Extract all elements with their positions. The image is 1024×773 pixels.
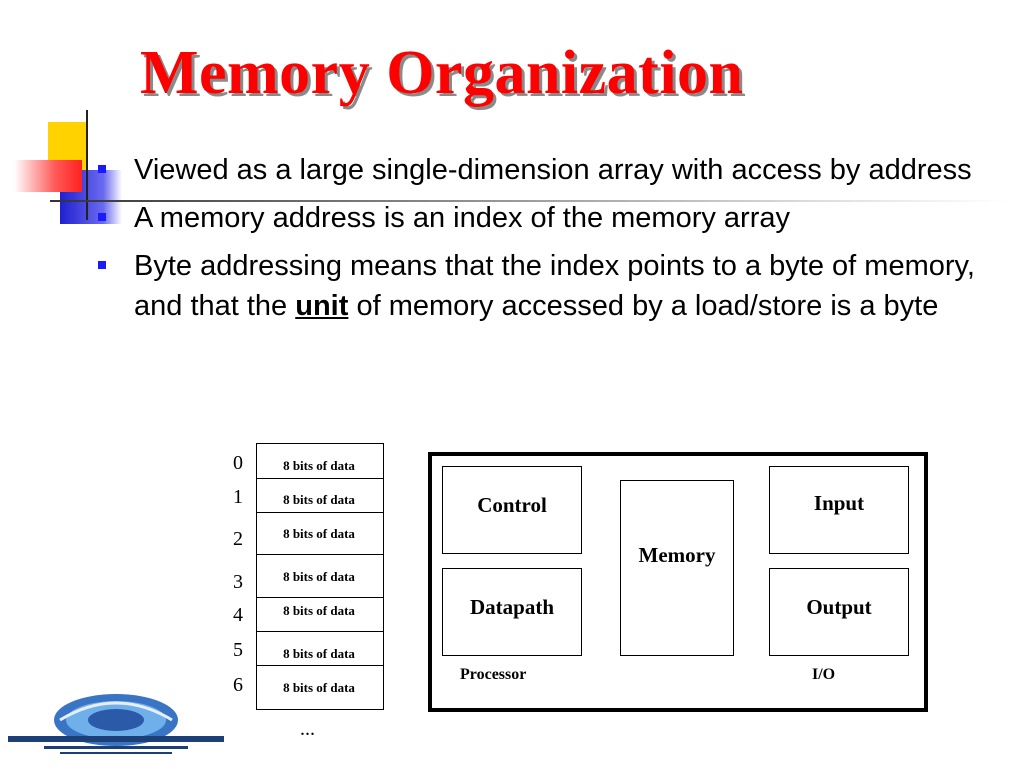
bullet-text: Viewed as a large single-dimension array… [134, 154, 972, 186]
memory-index: 0 [233, 452, 243, 474]
control-block: Control [442, 466, 582, 554]
bullet-text: A memory address is an index of the memo… [134, 202, 790, 234]
memory-cell: 8 bits of data [283, 492, 355, 507]
memory-cell-divider [256, 631, 384, 632]
datapath-label: Datapath [469, 595, 554, 619]
memory-label: Memory [638, 543, 716, 567]
decorative-vertical-line [86, 110, 88, 220]
memory-cell-divider [256, 478, 384, 479]
bullet-item: Viewed as a large single-dimension array… [96, 150, 1006, 190]
output-label: Output [806, 595, 872, 619]
bullet-item: Byte addressing means that the index poi… [96, 246, 1006, 326]
memory-cell: 8 bits of data [283, 680, 355, 695]
decorative-horizontal-line [50, 200, 1010, 202]
memory-block: Memory [620, 480, 734, 656]
bullet-text-pre: Byte addressing means that the index poi… [134, 250, 975, 322]
output-block: Output [769, 568, 909, 656]
memory-cell: 8 bits of data [283, 569, 355, 584]
computer-system-diagram: Control Datapath Memory Input Output Pro… [428, 452, 928, 712]
bullet-text-post: of memory accessed by a load/store is a … [348, 290, 939, 322]
memory-index: 4 [233, 604, 243, 626]
memory-cell: 8 bits of data [283, 458, 355, 473]
memory-cell: 8 bits of data [283, 646, 355, 661]
memory-index: 5 [233, 639, 243, 661]
memory-cell: 8 bits of data [283, 603, 355, 618]
input-label: Input [813, 491, 865, 515]
control-label: Control [477, 493, 547, 517]
memory-cell-divider [256, 554, 384, 555]
input-block: Input [769, 466, 909, 554]
memory-array-box [256, 443, 384, 710]
bullet-item: A memory address is an index of the memo… [96, 198, 1006, 238]
memory-cell-divider [256, 512, 384, 513]
io-label: I/O [812, 666, 836, 683]
memory-ellipsis: ... [300, 718, 315, 740]
datapath-block: Datapath [442, 568, 582, 656]
memory-cell: 8 bits of data [283, 526, 355, 541]
university-logo-icon [0, 690, 232, 768]
memory-index: 6 [233, 674, 243, 696]
bullet-square-icon [98, 261, 106, 269]
bullet-emphasis: unit [295, 290, 349, 322]
bullet-list: Viewed as a large single-dimension array… [96, 150, 1006, 334]
memory-cell-divider [256, 597, 384, 598]
memory-index: 2 [233, 528, 243, 550]
bullet-square-icon [98, 165, 106, 173]
memory-index: 3 [233, 571, 243, 593]
bullet-square-icon [98, 213, 106, 221]
slide-title: Memory Organization [140, 39, 744, 107]
processor-label: Processor [460, 666, 527, 683]
memory-index: 1 [233, 486, 243, 508]
memory-cell-divider [256, 665, 384, 666]
